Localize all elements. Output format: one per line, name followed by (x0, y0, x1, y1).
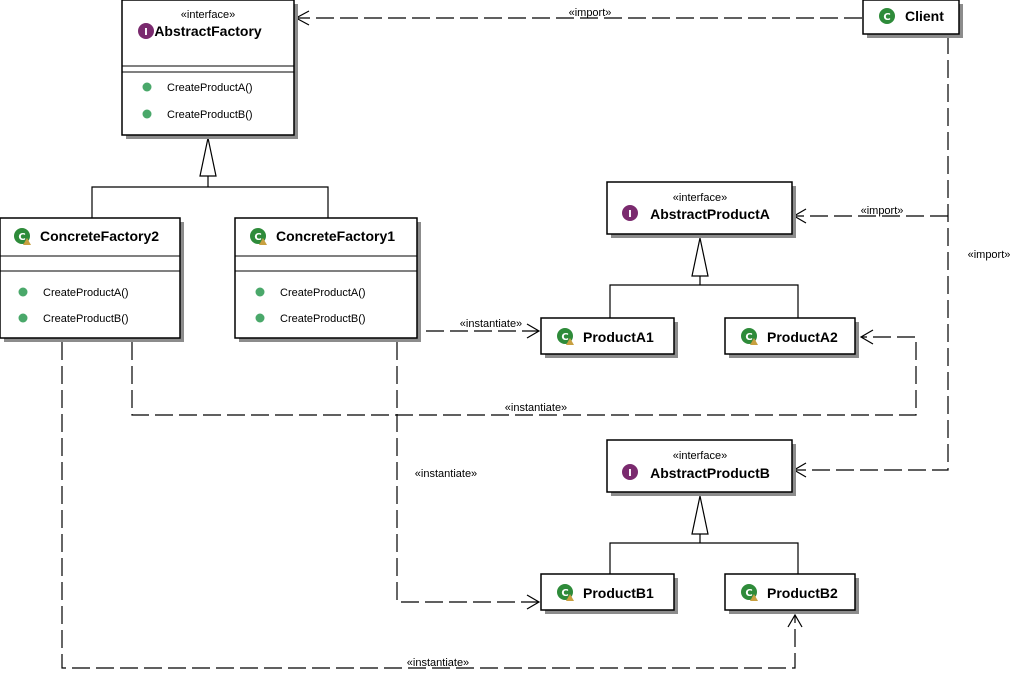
relation-cf1-producta1: «instantiate» (426, 318, 541, 339)
class-icon: C (741, 584, 758, 601)
relation-label: «import» (968, 249, 1011, 261)
svg-text:C: C (18, 232, 25, 243)
class-name: ConcreteFactory2 (40, 228, 159, 244)
class-icon: C (557, 584, 574, 601)
class-abstractfactory[interactable]: I «interface» AbstractFactory CreateProd… (121, 0, 298, 139)
relation-label: «import» (569, 7, 612, 19)
method-label: CreateProductB() (280, 313, 366, 325)
class-name: ProductB2 (767, 585, 838, 601)
method-label: CreateProductA() (43, 287, 129, 299)
method-label: CreateProductA() (280, 287, 366, 299)
svg-text:I: I (628, 209, 632, 220)
class-producta2[interactable]: C ProductA2 (724, 317, 859, 358)
class-name: AbstractFactory (154, 23, 262, 39)
class-productb2[interactable]: C ProductB2 (724, 573, 859, 614)
svg-text:C: C (561, 588, 568, 599)
class-icon: C (557, 328, 574, 345)
relation-label: «instantiate» (505, 402, 567, 414)
relation-label: «instantiate» (415, 468, 477, 480)
class-name: ProductA1 (583, 329, 654, 345)
svg-text:C: C (883, 12, 890, 23)
svg-text:C: C (561, 332, 568, 343)
svg-text:I: I (628, 468, 632, 479)
class-abstractproductb[interactable]: I «interface» AbstractProductB (606, 439, 796, 496)
class-concretefactory2[interactable]: C ConcreteFactory2 CreateProductA() Crea… (0, 217, 184, 342)
relation-client-abstractfactory: «import» (294, 7, 862, 26)
realization-products-b (609, 495, 799, 574)
class-icon: C (14, 228, 31, 245)
class-icon: C (250, 228, 267, 245)
class-abstractproducta[interactable]: I «interface» AbstractProductA (606, 181, 796, 238)
stereotype-label: «interface» (673, 450, 727, 462)
realization-products-a (609, 237, 799, 318)
method-icon (142, 82, 152, 92)
interface-icon: I (622, 464, 638, 480)
method-icon (18, 313, 28, 323)
method-icon (142, 109, 152, 119)
relation-cf2-productb2: «instantiate» (61, 342, 803, 669)
class-name: ProductB1 (583, 585, 654, 601)
class-concretefactory1[interactable]: C ConcreteFactory1 CreateProductA() Crea… (234, 217, 421, 342)
svg-text:C: C (254, 232, 261, 243)
method-icon (255, 313, 265, 323)
method-label: CreateProductB() (167, 109, 253, 121)
relation-cf2-producta2: «instantiate» (131, 329, 917, 416)
class-name: ProductA2 (767, 329, 838, 345)
class-producta1[interactable]: C ProductA1 (540, 317, 678, 358)
method-icon (18, 287, 28, 297)
relation-label: «instantiate» (407, 657, 469, 669)
svg-text:I: I (144, 27, 148, 38)
realization-factories (91, 137, 329, 218)
class-name: Client (905, 8, 944, 24)
method-icon (255, 287, 265, 297)
relation-label: «import» (861, 205, 904, 217)
relation-cf1-productb1: «instantiate» (396, 342, 541, 610)
class-name: ConcreteFactory1 (276, 228, 395, 244)
relation-client-abstractproducts: «import» «import» (792, 36, 1011, 478)
svg-text:C: C (745, 332, 752, 343)
stereotype-label: «interface» (673, 192, 727, 204)
class-client[interactable]: C Client (862, 0, 963, 38)
class-productb1[interactable]: C ProductB1 (540, 573, 678, 614)
interface-icon: I (622, 205, 638, 221)
class-name: AbstractProductA (650, 206, 770, 222)
stereotype-label: «interface» (181, 9, 235, 21)
interface-icon: I (138, 23, 154, 39)
class-icon: C (879, 8, 895, 24)
method-label: CreateProductA() (167, 82, 253, 94)
class-icon: C (741, 328, 758, 345)
class-name: AbstractProductB (650, 465, 770, 481)
relation-label: «instantiate» (460, 318, 522, 330)
svg-text:C: C (745, 588, 752, 599)
method-label: CreateProductB() (43, 313, 129, 325)
